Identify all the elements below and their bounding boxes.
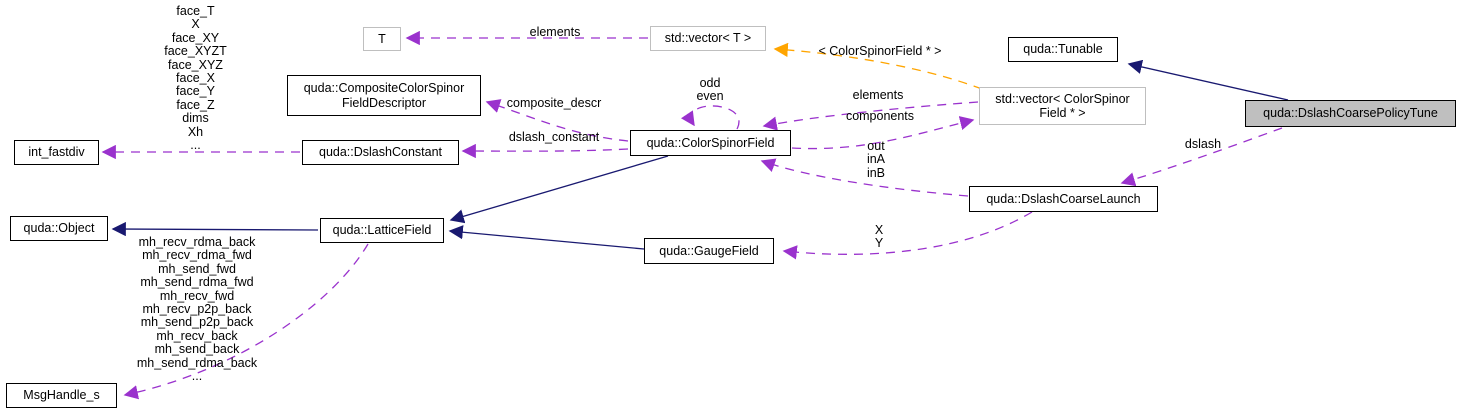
edge-gaugefield-latticefield [448, 225, 645, 250]
edge-label-out-ina-inb: out inA inB [866, 139, 886, 180]
node-msghandle-s[interactable]: MsgHandle_s [6, 383, 117, 408]
edge-colorspinor-vectorcs-components [791, 116, 975, 150]
edge-colorspinor-self-oddeven [680, 105, 740, 130]
edge-coarselaunch-gaugefield [782, 211, 1033, 260]
node-quda-object[interactable]: quda::Object [10, 216, 108, 241]
node-quda-tunable[interactable]: quda::Tunable [1008, 37, 1118, 62]
node-std-vector-t[interactable]: std::vector< T > [650, 26, 766, 51]
edge-coarselaunch-colorspinor [760, 158, 969, 197]
node-quda-dslashcoarsepolicytune[interactable]: quda::DslashCoarsePolicyTune [1245, 100, 1456, 127]
edge-label-msg-handles: mh_recv_rdma_back mh_recv_rdma_fwd mh_se… [136, 235, 258, 384]
edge-label-fastdiv-fields: face_T X face_XY face_XYZT face_XYZ face… [164, 4, 227, 153]
edge-label-dslash: dslash [1184, 137, 1222, 151]
edge-label-x-y: X Y [874, 223, 884, 251]
node-quda-dslashcoarselaunch[interactable]: quda::DslashCoarseLaunch [969, 186, 1158, 212]
node-int-fastdiv[interactable]: int_fastdiv [14, 140, 99, 165]
node-quda-compositecolorspinorfielddescriptor[interactable]: quda::CompositeColorSpinor FieldDescript… [287, 75, 481, 116]
node-quda-gaugefield[interactable]: quda::GaugeField [644, 238, 774, 264]
edge-colorspinor-compositedescr [485, 99, 629, 142]
node-quda-colorspinorfield[interactable]: quda::ColorSpinorField [630, 130, 791, 156]
edge-vectorcs-colorspinor-elements [762, 101, 979, 131]
usage-edges [101, 30, 1283, 400]
edge-policytune-coarselaunch [1120, 127, 1283, 187]
edge-label-composite-descr: composite_descr [506, 96, 602, 110]
edge-label-elements-t: elements [529, 25, 581, 39]
edge-colorspinor-latticefield [449, 155, 669, 224]
edge-label-elements-vector: elements [852, 88, 904, 102]
node-quda-dslashconstant[interactable]: quda::DslashConstant [302, 140, 459, 165]
node-t[interactable]: T [363, 27, 401, 51]
edge-label-odd-even: odd even [696, 76, 724, 104]
inheritance-edges [111, 59, 1289, 250]
edge-label-dslash-constant: dslash_constant [508, 130, 600, 144]
edge-policytune-tunable [1127, 59, 1289, 101]
edge-label-components: components [845, 109, 915, 123]
node-std-vector-colorspinorfield[interactable]: std::vector< ColorSpinor Field * > [979, 87, 1146, 125]
edge-label-template-args: < ColorSpinorField * > [818, 44, 942, 58]
edge-colorspinor-dslashconstant [461, 143, 629, 159]
edge-latticefield-object [111, 221, 319, 237]
edge-latticefield-msghandle [123, 243, 369, 400]
node-quda-latticefield[interactable]: quda::LatticeField [320, 218, 444, 243]
